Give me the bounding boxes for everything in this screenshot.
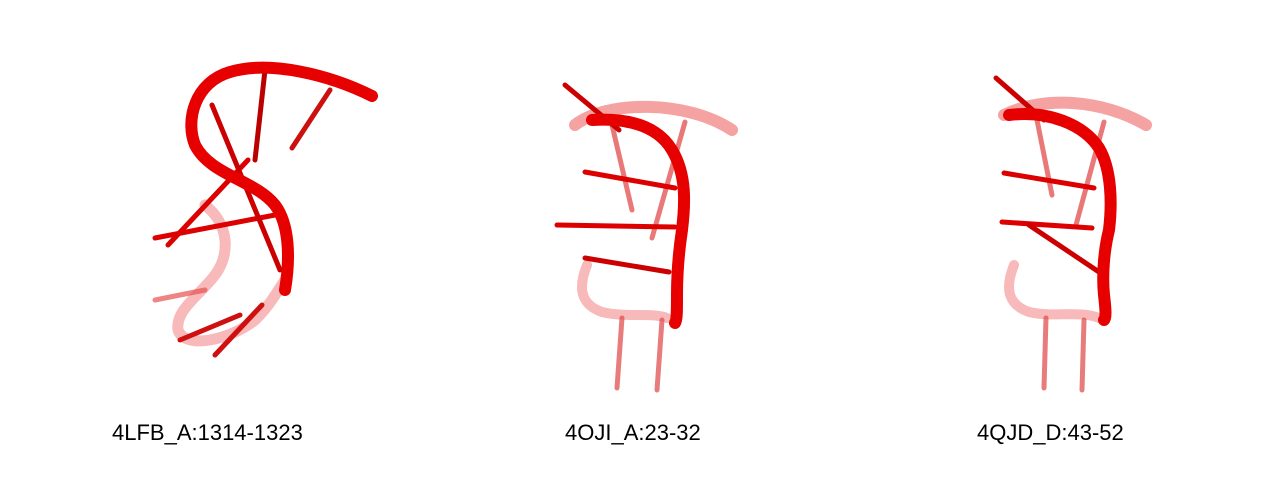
structure-label-2: 4OJI_A:23-32 [565, 420, 701, 445]
structure-panel-3: 4QJD_D:43-52 [854, 0, 1280, 480]
structure-label-3: 4QJD_D:43-52 [977, 420, 1124, 445]
structure-panel-1: 4LFB_A:1314-1323 [0, 0, 426, 480]
structure-panel-2: 4OJI_A:23-32 [427, 0, 853, 480]
structure-label-1: 4LFB_A:1314-1323 [112, 420, 303, 445]
rna-backbone-render-2 [554, 82, 738, 393]
rna-backbone-render-1 [152, 61, 378, 358]
rna-backbone-render-3 [993, 75, 1152, 393]
